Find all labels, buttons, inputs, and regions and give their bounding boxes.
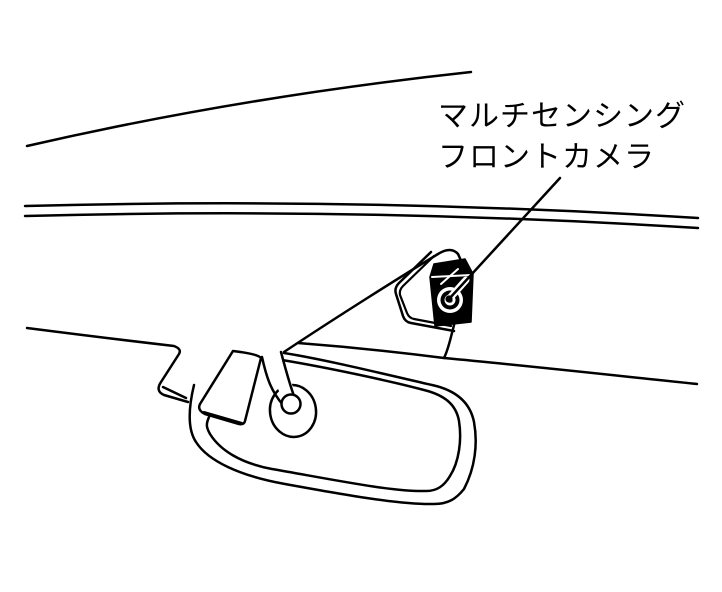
mirror-pivot-ball xyxy=(280,393,302,415)
camera-callout-label-line2: フロントカメラ xyxy=(438,140,655,175)
rearview-mirror-body xyxy=(188,351,477,506)
camera-bracket xyxy=(394,250,456,333)
headliner-step-face-line xyxy=(161,385,188,400)
headliner-edge-right xyxy=(296,341,699,386)
camera-housing-vent xyxy=(440,268,459,285)
mirror-inner-outline xyxy=(205,358,462,493)
leader-endpoint-dot xyxy=(445,295,453,303)
camera-cover-flap xyxy=(282,248,465,360)
callout-leader-line xyxy=(445,176,562,303)
windshield-header-lines xyxy=(23,202,700,230)
camera-callout-label-line1: マルチセンシング xyxy=(438,99,686,134)
roof-edge-line xyxy=(25,70,473,148)
headliner-edge-left xyxy=(25,326,190,404)
camera-callout-label: マルチセンシング フロントカメラ xyxy=(438,96,686,178)
mirror-mount-cover xyxy=(197,349,263,426)
mount-cover-bevel-line xyxy=(202,410,244,425)
